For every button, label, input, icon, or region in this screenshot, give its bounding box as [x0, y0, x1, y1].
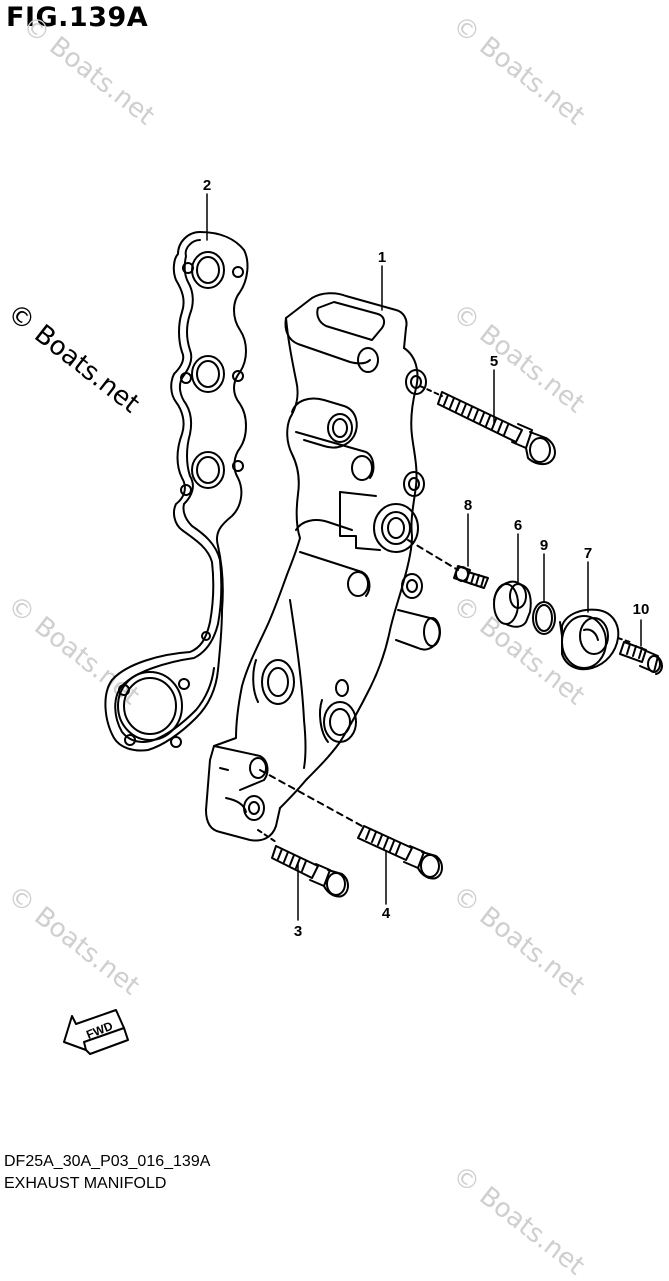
parts-diagram: 1 2 3 4 5 6 7 8 9 10 FWD — [63, 177, 663, 1055]
exhaust-manifold-part-1 — [205, 292, 441, 842]
bolt-part-10 — [617, 637, 663, 675]
o-ring-part-9 — [532, 601, 556, 635]
callout-labels: 1 2 3 4 5 6 7 8 9 10 — [203, 177, 650, 940]
bolt-part-3 — [257, 829, 349, 898]
callout-3: 3 — [294, 923, 302, 940]
callout-4: 4 — [382, 905, 391, 922]
bolt-part-8 — [407, 539, 489, 589]
callout-6: 6 — [514, 517, 522, 534]
callout-8: 8 — [464, 497, 472, 514]
spacer-part-6 — [493, 580, 532, 628]
callout-2: 2 — [203, 177, 211, 194]
bolt-part-4 — [259, 769, 443, 880]
figure-name: EXHAUST MANIFOLD — [4, 1175, 167, 1192]
bolt-part-5 — [419, 385, 556, 466]
gasket-part-2 — [104, 231, 249, 752]
callout-5: 5 — [490, 353, 498, 370]
callout-9: 9 — [540, 537, 548, 554]
leader-lines — [206, 193, 642, 921]
figure-title: FIG.139A — [6, 2, 149, 33]
thermostat-cover-part-7 — [559, 608, 620, 671]
callout-7: 7 — [584, 545, 592, 562]
callout-1: 1 — [378, 249, 386, 266]
fwd-arrow: FWD — [63, 1009, 129, 1055]
callout-10: 10 — [633, 601, 650, 618]
figure-code: DF25A_30A_P03_016_139A — [4, 1153, 211, 1170]
